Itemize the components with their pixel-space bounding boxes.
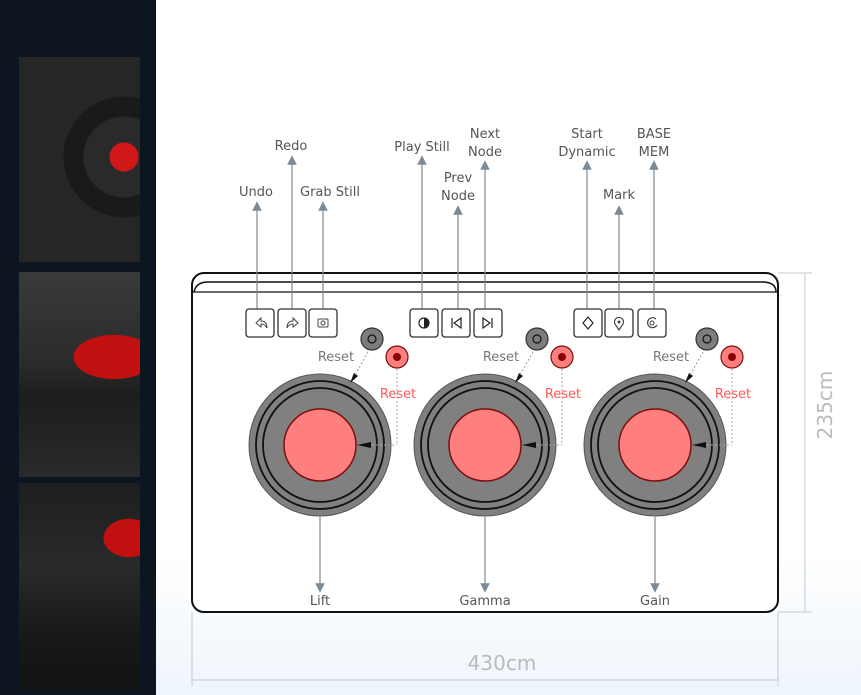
undo-icon — [255, 316, 268, 329]
redo-icon — [286, 316, 299, 329]
reset-ball-button[interactable] — [720, 345, 744, 369]
start-dynamic-label-1: Start — [571, 127, 603, 142]
mark-label: Mark — [603, 188, 636, 203]
undo-button[interactable] — [245, 308, 275, 338]
grab-still-label: Grab Still — [300, 185, 360, 200]
play-still-button[interactable] — [409, 308, 439, 338]
ring-pointer-icon — [515, 373, 523, 383]
reset-ball-button[interactable] — [385, 345, 409, 369]
ring-circle-icon — [702, 334, 712, 344]
trackball-label: Gain — [640, 594, 670, 609]
pin-icon — [613, 316, 625, 332]
base-mem-label-2: MEM — [639, 145, 670, 160]
reset-ring-button[interactable] — [360, 327, 384, 351]
reset-ball-label: Reset — [380, 387, 416, 402]
height-dimension: 235cm — [813, 371, 837, 440]
trackball-gain[interactable] — [583, 373, 727, 517]
reset-ring-button[interactable] — [525, 327, 549, 351]
dot-icon — [728, 353, 736, 361]
dot-icon — [558, 353, 566, 361]
reset-ball-label: Reset — [715, 387, 751, 402]
prev-node-button[interactable] — [441, 308, 471, 338]
reset-ring-label: Reset — [483, 350, 519, 365]
thumbnail-trackball-side[interactable] — [19, 272, 140, 477]
trackball-ball[interactable] — [618, 408, 692, 482]
leader-lines — [252, 155, 660, 593]
diamond-icon — [582, 316, 594, 330]
undo-label: Undo — [239, 185, 273, 200]
reset-ring-button[interactable] — [695, 327, 719, 351]
prev-node-label-1: Prev — [444, 171, 473, 186]
mem-icon — [647, 317, 658, 329]
start-dynamic-button[interactable] — [573, 308, 603, 338]
half-circle-icon — [418, 317, 430, 329]
thumbnail-trackball-closeup[interactable] — [19, 483, 140, 690]
prev-node-label-2: Node — [441, 189, 475, 204]
reset-ball-button[interactable] — [550, 345, 574, 369]
trackball-lift[interactable] — [248, 373, 392, 517]
width-dimension: 430cm — [468, 651, 537, 675]
sidebar — [0, 0, 156, 695]
base-mem-label-1: BASE — [637, 127, 671, 142]
base-mem-button[interactable] — [637, 308, 667, 338]
ring-pointer-icon — [350, 373, 358, 383]
ball-pointer-icon — [357, 442, 371, 448]
trackball-label: Gamma — [459, 594, 510, 609]
dimension-lines — [191, 272, 812, 686]
trackball-label: Lift — [310, 594, 330, 609]
reset-ring-label: Reset — [653, 350, 689, 365]
ring-circle-icon — [367, 334, 377, 344]
trackball-ball[interactable] — [448, 408, 522, 482]
redo-label: Redo — [275, 139, 308, 154]
next-node-label-1: Next — [470, 127, 500, 142]
ring-pointer-icon — [685, 373, 693, 383]
next-icon — [482, 316, 493, 330]
ball-pointer-icon — [522, 442, 536, 448]
redo-button[interactable] — [277, 308, 307, 338]
trackball-gamma[interactable] — [413, 373, 557, 517]
play-still-label: Play Still — [394, 140, 449, 155]
ring-circle-icon — [532, 334, 542, 344]
reset-ball-label: Reset — [545, 387, 581, 402]
trackball-ball[interactable] — [283, 408, 357, 482]
reset-ring-label: Reset — [318, 350, 354, 365]
start-dynamic-label-2: Dynamic — [558, 145, 615, 160]
ball-pointer-icon — [692, 442, 706, 448]
next-node-label-2: Node — [468, 145, 502, 160]
camera-icon — [317, 318, 329, 328]
prev-icon — [451, 316, 462, 330]
thumbnail-trackball-top[interactable] — [19, 57, 140, 262]
dot-icon — [393, 353, 401, 361]
grab-still-button[interactable] — [308, 308, 338, 338]
mark-button[interactable] — [604, 308, 634, 338]
next-node-button[interactable] — [473, 308, 503, 338]
